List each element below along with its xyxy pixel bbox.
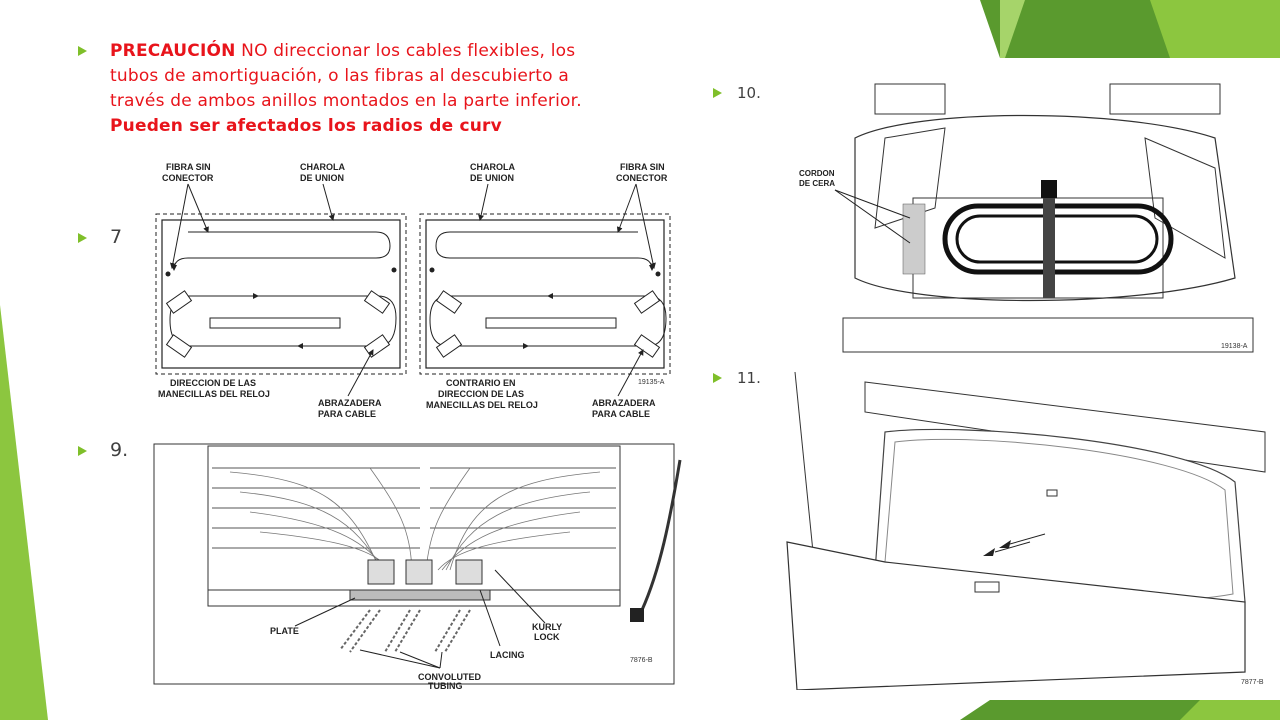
right-tray-outline [419, 213, 671, 375]
figure-cable-bundling: PLATE KURLY LOCK LACING CONVOLUTED TUBIN… [150, 440, 690, 690]
label-clamp-left-2: PARA CABLE [318, 409, 376, 419]
bullet-step-7 [78, 233, 87, 243]
caution-paragraph: PRECAUCIÓN NO direccionar los cables fle… [110, 39, 620, 164]
label-kurly-1: KURLY [532, 622, 562, 632]
label-fiber-left-2: CONECTOR [162, 173, 214, 183]
fig10-code: 19138-A [1221, 343, 1248, 350]
fig9-code: 7876-B [630, 657, 653, 664]
label-tubing-1: CONVOLUTED [418, 672, 482, 682]
step-7-number: 7 [110, 226, 123, 248]
label-tray-left-1: CHAROLA [300, 162, 345, 172]
bottom-right-light-band [1180, 700, 1280, 720]
label-kurly-2: LOCK [534, 632, 560, 642]
label-lacing: LACING [490, 650, 525, 660]
label-fiber-left-1: FIBRA SIN [166, 162, 211, 172]
bullet-step-11 [713, 373, 722, 383]
label-clockwise-2: MANECILLAS DEL RELOJ [158, 389, 270, 399]
fig7-code: 19135-A [638, 379, 665, 386]
step-9-number: 9. [110, 439, 129, 461]
left-green-triangle [0, 305, 48, 720]
label-clamp-left-1: ABRAZADERA [318, 398, 382, 408]
label-cordon-1: CORDON [799, 169, 835, 178]
label-counter-3: MANECILLAS DEL RELOJ [426, 400, 538, 410]
label-tray-left-2: DE UNION [300, 173, 344, 183]
figure-wax-cord-tray: CORDON DE CERA 19138-A [795, 78, 1270, 354]
caution-text: NO direccionar los cables flexibles, los… [110, 41, 582, 111]
label-fiber-right-2: CONECTOR [616, 173, 668, 183]
top-right-accent [1000, 0, 1025, 58]
label-tubing-2: TUBING [428, 681, 463, 690]
label-clockwise-1: DIRECCION DE LAS [170, 378, 256, 388]
label-clamp-right-2: PARA CABLE [592, 409, 650, 419]
fig11-code: 7877-B [1241, 679, 1264, 686]
label-tray-right-2: DE UNION [470, 173, 514, 183]
bullet-step-9 [78, 446, 87, 456]
bullet-caution [78, 46, 87, 56]
label-tray-right-1: CHAROLA [470, 162, 515, 172]
label-fiber-right-1: FIBRA SIN [620, 162, 665, 172]
figure-splice-tray-routing: FIBRA SIN CONECTOR CHAROLA DE UNION CHAR… [148, 150, 676, 422]
left-tray-outline [155, 213, 407, 375]
label-cordon-2: DE CERA [799, 179, 835, 188]
caution-lead: PRECAUCIÓN [110, 41, 236, 61]
label-counter-2: DIRECCION DE LAS [438, 389, 524, 399]
step-11-number: 11. [737, 369, 761, 387]
label-plate: PLATE [270, 626, 299, 636]
label-clamp-right-1: ABRAZADERA [592, 398, 656, 408]
top-right-light-band [1150, 0, 1280, 58]
bullet-step-10 [713, 88, 722, 98]
caution-tail: Pueden ser afectados los radios de curv [110, 116, 502, 136]
figure-open-drawer: 7877-B [785, 372, 1275, 690]
label-counter-1: CONTRARIO EN [446, 378, 516, 388]
step-10-number: 10. [737, 84, 761, 102]
